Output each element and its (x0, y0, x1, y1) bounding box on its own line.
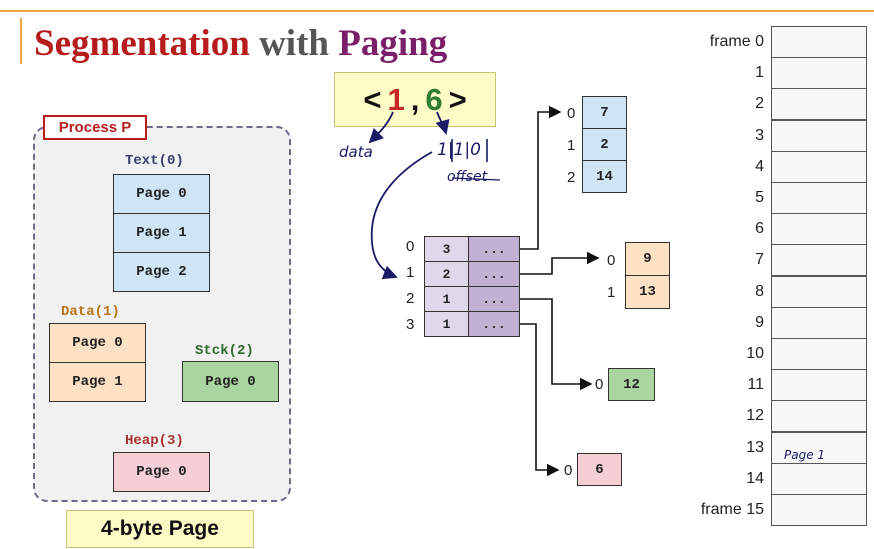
text-page-2: Page 2 (113, 252, 210, 292)
hand-underline (451, 177, 501, 181)
memory-frame (771, 307, 867, 339)
frame-label: 9 (755, 314, 764, 331)
segment-label-data: Data(1) (61, 304, 120, 320)
process-panel (33, 126, 291, 502)
frame-label: 8 (755, 283, 764, 300)
segment-table-pointer: ... (468, 311, 520, 337)
hand-arrow-data (368, 111, 394, 144)
text-page-1: Page 1 (113, 213, 210, 253)
memory-frame (771, 244, 867, 276)
annotation-data: data (339, 143, 373, 161)
page-table-index: 0 (564, 462, 573, 479)
segment-table-pointer: ... (468, 236, 520, 262)
segment-label-heap: Heap(3) (125, 433, 184, 449)
data-page-1: Page 1 (49, 362, 146, 402)
segment-label-stck: Stck(2) (195, 343, 254, 359)
heap-page-0: Page 0 (113, 452, 210, 492)
page-table-index: 1 (567, 137, 576, 154)
page-table-index: 0 (595, 376, 604, 393)
address-offset: 6 (425, 81, 443, 117)
left-rule (20, 18, 22, 64)
text-page-table-frame: 2 (582, 128, 627, 161)
hand-arrow-seg1 (370, 151, 433, 280)
annotation-offset: offset (447, 169, 488, 185)
memory-frame (771, 57, 867, 89)
process-label: Process P (43, 115, 147, 140)
frame-label: 3 (755, 127, 764, 144)
page-size-label: 4-byte Page (66, 510, 254, 548)
data-page-table-frame: 9 (625, 242, 670, 276)
arrow-seg3 (520, 323, 560, 477)
segment-label-text: Text(0) (125, 153, 184, 169)
frame-label: 7 (755, 251, 764, 268)
segment-index: 1 (406, 264, 415, 281)
page-table-index: 1 (607, 284, 616, 301)
frame-label: 2 (755, 95, 764, 112)
segment-table-count: 1 (424, 311, 469, 337)
page-table-index: 2 (567, 169, 576, 186)
stck-page-0: Page 0 (182, 361, 279, 402)
memory-frame (771, 120, 867, 152)
top-rule (0, 10, 874, 12)
arrow-seg1 (520, 251, 600, 275)
data-page-0: Page 0 (49, 323, 146, 363)
page-table-index: 0 (567, 105, 576, 122)
frame-label: frame 15 (700, 501, 764, 518)
frame-label: 14 (746, 470, 764, 487)
segment-index: 3 (406, 316, 415, 333)
slide-title: Segmentation with Paging (34, 23, 448, 64)
memory-frame (771, 338, 867, 370)
frame-label: 11 (747, 376, 764, 393)
memory-frame (771, 432, 867, 464)
segment-table-count: 2 (424, 261, 469, 287)
frame-label: 6 (755, 220, 764, 237)
address-segment: 1 (387, 81, 405, 117)
segment-index: 2 (406, 290, 415, 307)
arrow-seg2 (520, 298, 593, 391)
text-page-table-frame: 14 (582, 160, 627, 193)
memory-frame (771, 494, 867, 526)
memory-frame (771, 369, 867, 401)
frame-label: 5 (755, 189, 764, 206)
hand-bracket (451, 139, 488, 162)
memory-frame (771, 151, 867, 183)
arrow-seg0 (520, 105, 562, 250)
memory-frame (771, 88, 867, 120)
heap-page-table-frame: 6 (577, 453, 622, 486)
memory-frame (771, 463, 867, 495)
hand-arrow-offset (435, 111, 450, 135)
annotation-bits: 1|1|0 (437, 140, 481, 160)
frame-label: 12 (746, 407, 764, 424)
frame-label: 4 (755, 158, 764, 175)
frame-13-annotation: Page 1 (784, 448, 826, 462)
memory-frame (771, 276, 867, 308)
data-page-table-frame: 13 (625, 275, 670, 309)
stck-page-table-frame: 12 (608, 368, 655, 401)
segment-index: 0 (406, 238, 415, 255)
memory-frame (771, 400, 867, 432)
frame-label: 1 (755, 64, 764, 81)
frame-label: 13 (746, 439, 764, 456)
text-page-0: Page 0 (113, 174, 210, 214)
frame-label: 10 (746, 345, 764, 362)
page-table-index: 0 (607, 252, 616, 269)
frame-label: frame 0 (709, 33, 764, 50)
logical-address-box: <1,6> (334, 72, 496, 127)
